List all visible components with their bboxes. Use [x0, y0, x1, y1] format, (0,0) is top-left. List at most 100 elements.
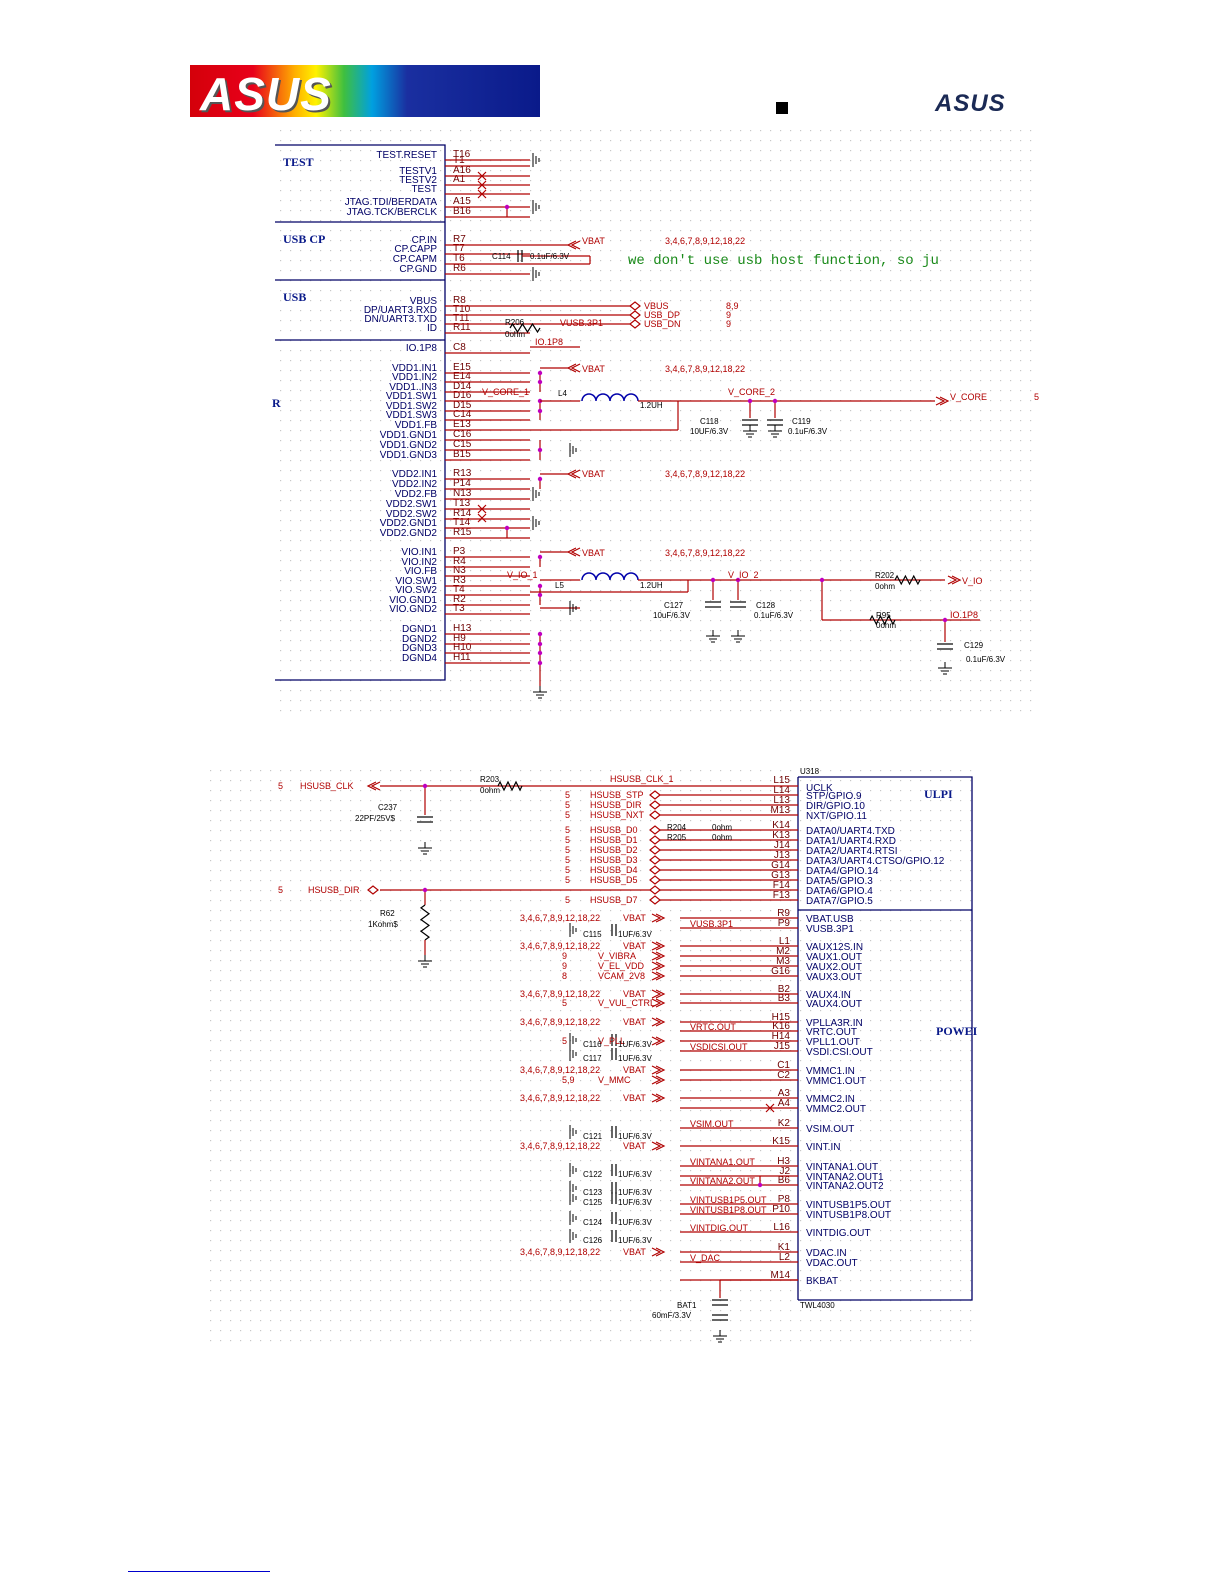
- net-pages: 9: [726, 310, 731, 320]
- pin-number: C16: [453, 429, 472, 440]
- pin-number: C2: [777, 1070, 790, 1081]
- pin-name: VIO.SW1: [395, 576, 437, 587]
- pin-name: VDD1..IN3: [389, 382, 437, 393]
- pin-number: C8: [453, 342, 466, 353]
- asus-logo-small: ASUS: [935, 90, 1006, 117]
- cap-ref: C116: [583, 1040, 602, 1049]
- pin-number: C14: [453, 409, 472, 420]
- pin-number: E15: [453, 362, 471, 373]
- net-pages: 3,4,6,7,8,9,12,18,22: [520, 1017, 600, 1027]
- pin-number: T3: [453, 603, 465, 614]
- pin-number: R11: [453, 322, 471, 333]
- pin-number: K14: [772, 820, 790, 831]
- offpage-arrow: [651, 971, 666, 981]
- pin-name: VDD2.IN1: [392, 469, 437, 480]
- section-ulpi-label: ULPI: [924, 787, 953, 801]
- resistor-ref: R95: [876, 611, 891, 620]
- net-page: 5: [565, 865, 570, 875]
- cap-value: 1UF/6.3V: [618, 1218, 652, 1227]
- junction-dot: [537, 408, 543, 414]
- net-label: VCAM_2V8: [598, 971, 645, 981]
- footer-link-underline[interactable]: [128, 1570, 270, 1572]
- pin-name: VIO.IN2: [401, 557, 437, 568]
- offpage-arrow: [947, 575, 962, 585]
- cap-value: 0.1uF/6.3V: [754, 611, 794, 620]
- net-page: 5: [565, 845, 570, 855]
- offpage-arrow: [651, 961, 666, 971]
- cap-ref: C124: [583, 1218, 603, 1227]
- resistor-ref: R205: [667, 833, 687, 842]
- offpage-arrow: [651, 1017, 666, 1027]
- pin-number: P3: [453, 546, 466, 557]
- cap-value: 1UF/6.3V: [618, 1040, 652, 1049]
- pin-number: D16: [453, 390, 472, 401]
- net-vbat: VBAT: [623, 1017, 646, 1027]
- capacitor-symbol: [712, 1314, 728, 1321]
- pin-number: H3: [777, 1156, 790, 1167]
- net-label: V_DAC: [690, 1253, 721, 1263]
- offpage-arrow: [651, 1036, 666, 1046]
- pin-name: VMMC1.IN: [806, 1066, 855, 1077]
- ground-symbol: [938, 662, 952, 675]
- ground-symbol: [731, 630, 745, 643]
- pin-name: DATA4/GPIO.14: [806, 866, 879, 877]
- pin-number: B16: [453, 206, 471, 217]
- net-label: VSIM.OUT: [690, 1119, 734, 1129]
- ground-symbol: [706, 630, 720, 643]
- net-pages: 3,4,6,7,8,9,12,18,22: [520, 1141, 600, 1151]
- pin-number: J13: [774, 850, 791, 861]
- ground-symbol: [569, 923, 577, 937]
- resistor-symbol: [509, 322, 541, 334]
- capacitor-symbol: [937, 643, 953, 650]
- pin-name: VSDI.CSI.OUT: [806, 1047, 873, 1058]
- net-vbat: VBAT: [623, 989, 646, 999]
- net-io1p8: IO.1P8: [535, 337, 563, 347]
- resistor-ref: R62: [380, 909, 395, 918]
- bottom-wiring: [366, 780, 798, 1343]
- net-vcore2: V_CORE_2: [728, 387, 775, 397]
- pin-name: VDD1.GND1: [380, 430, 438, 441]
- capacitor-symbol: [611, 924, 617, 936]
- pin-number: H15: [772, 1012, 791, 1023]
- bidir-port: [649, 855, 661, 865]
- ground-symbol: [569, 1163, 577, 1177]
- capacitor-symbol: [611, 1034, 617, 1046]
- pin-number: T16: [453, 149, 471, 160]
- ground-symbol: [569, 1229, 577, 1243]
- pin-name: VDD2.SW2: [386, 509, 438, 520]
- pin-name: VIO.GND1: [389, 595, 437, 606]
- ground-symbol: [532, 200, 540, 214]
- resistor-symbol: [419, 904, 431, 941]
- pin-name: NXT/GPIO.11: [806, 811, 867, 822]
- pin-number: R13: [453, 468, 472, 479]
- pin-name: VDD1.IN2: [392, 372, 437, 383]
- pin-name: ID: [427, 323, 437, 334]
- pin-number: L16: [773, 1222, 790, 1233]
- pin-number: H9: [453, 633, 466, 644]
- net-page: 8: [562, 971, 567, 981]
- net-pages: 3,4,6,7,8,9,12,18,22: [520, 1247, 600, 1257]
- net-label: HSUSB_D0: [590, 825, 638, 835]
- pin-number: H13: [453, 623, 472, 634]
- cap-ref: C114: [492, 252, 511, 261]
- pin-name: VDD1.GND2: [380, 440, 438, 451]
- junction-dot: [537, 379, 543, 385]
- pin-name: TEST.RESET: [376, 150, 437, 161]
- pin-number: F14: [773, 880, 791, 891]
- top-grid: [278, 130, 1038, 716]
- pin-name: VMMC2.IN: [806, 1094, 855, 1105]
- pin-number: R15: [453, 527, 472, 538]
- net-label: USB_DP: [644, 310, 680, 320]
- pin-number: G16: [771, 966, 790, 977]
- ground-symbol: [713, 1330, 727, 1343]
- offpage-arrow: [651, 913, 666, 923]
- junction-dot: [422, 887, 428, 893]
- junction-dot: [537, 554, 543, 560]
- pin-number: K1: [778, 1242, 791, 1253]
- pin-number: A1: [453, 174, 466, 185]
- inductor-ref: L5: [555, 581, 564, 590]
- asus-banner-logo: ASUS: [190, 65, 540, 120]
- pin-name: VAUX4.IN: [806, 990, 851, 1001]
- pin-name: VDAC.IN: [806, 1248, 847, 1259]
